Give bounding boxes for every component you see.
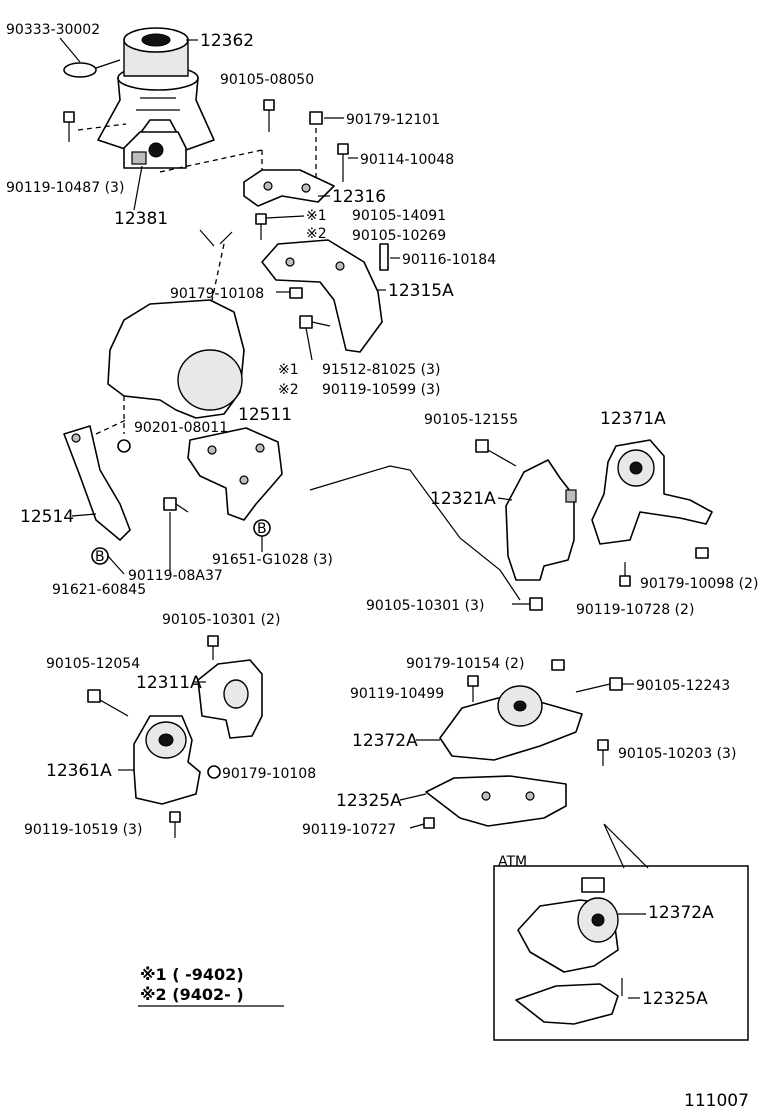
label-12372A: 12372A [352,731,418,751]
diagram-number: 111007 [684,1091,749,1111]
label-90119-10728: 90119-10728 (2) [576,602,694,618]
bracket-12514 [63,425,131,541]
bracket-12311A [197,659,263,739]
label-12514: 12514 [20,507,74,527]
stud-90116-10184 [379,243,389,271]
bolt-90119-10727 [423,817,435,829]
label-90179-10098: 90179-10098 (2) [640,576,758,592]
bracket-12325A-atm [515,978,623,1025]
label-91651-G1028: 91651-G1028 (3) [212,552,333,568]
label-90333-30002: 90333-30002 [6,22,100,38]
label-90114-10048: 90114-10048 [360,152,454,168]
bolt-90105-12155 [475,439,517,467]
label-12372A-atm: 12372A [648,903,714,923]
mount-insulator-12362 [97,27,215,151]
bracket-12321A [505,459,577,581]
label-star2b: ※2 [278,382,299,398]
bolt-90119-10499 [467,675,479,702]
bolt-90105-12243 [575,677,623,693]
label-90179-12101: 90179-12101 [346,112,440,128]
bolt-90105-12054 [87,689,129,717]
label-12325A: 12325A [336,791,402,811]
bolt-90119-10519 [169,811,181,838]
mount-insulator-12371A [591,439,713,545]
label-90179-10108-a: 90179-10108 [170,286,264,302]
label-90105-08050: 90105-08050 [220,72,314,88]
label-12511: 12511 [238,405,292,425]
nut-90179-10154 [551,659,565,671]
label-star1b: ※1 [278,362,299,378]
label-12316: 12316 [332,187,386,207]
bolt-90119-10487 [63,111,127,142]
legend-star2: ※2 (9402- ) [140,985,244,1004]
label-star1: ※1 [306,208,327,224]
label-90119-10499: 90119-10499 [350,686,444,702]
svg-text:B: B [257,521,267,537]
engine-outline [107,229,245,419]
nut-90179-10108 [289,287,303,299]
marker-b-2: B [91,547,109,565]
label-12321A: 12321A [430,489,496,509]
cap-90333-30002 [63,59,121,78]
label-90116-10184: 90116-10184 [402,252,496,268]
label-atm: ATM [498,854,527,870]
nut-90179-10108-b [207,765,221,779]
label-90119-10487: 90119-10487 (3) [6,180,124,196]
bolt-90105-10203 [597,739,609,766]
bolt-90119-10728 [619,562,631,587]
label-star2: ※2 [306,226,327,242]
bracket-12381 [123,131,187,169]
label-90119-10599: 90119-10599 (3) [322,382,440,398]
label-90119-10727: 90119-10727 [302,822,396,838]
label-90201-08011: 90201-08011 [134,420,228,436]
label-90105-12155: 90105-12155 [424,412,518,428]
bolt-90105-08050 [263,99,275,132]
bolt-90105-14091 [255,213,267,240]
label-12371A: 12371A [600,409,666,429]
label-12362: 12362 [200,31,254,51]
nut-90179-10098 [695,547,709,559]
label-90179-10108-b: 90179-10108 [222,766,316,782]
label-90119-08A37: 90119-08A37 [128,568,223,584]
label-90105-12243: 90105-12243 [636,678,730,694]
legend-star1: ※1 ( -9402) [140,965,244,984]
bolt-90105-10301-2 [207,635,219,660]
label-90105-10203: 90105-10203 (3) [618,746,736,762]
bracket-12325A [425,775,567,827]
label-12325A-atm: 12325A [642,989,708,1009]
label-91621-60845: 91621-60845 [52,582,146,598]
label-90105-10269: 90105-10269 [352,228,446,244]
bolt-90114-10048 [337,143,349,182]
label-90105-10301-2: 90105-10301 (2) [162,612,280,628]
bracket-12315A [261,239,383,353]
label-12315A: 12315A [388,281,454,301]
bracket-12316 [243,169,335,207]
label-90105-12054: 90105-12054 [46,656,140,672]
bracket-12511 [187,427,283,521]
mount-insulator-12372A [439,685,583,761]
label-90105-10301-3: 90105-10301 (3) [366,598,484,614]
mount-insulator-12372A-atm [517,877,619,973]
svg-text:B: B [95,549,105,565]
nut-90201-08011 [117,439,131,453]
mount-insulator-12361A [133,715,201,805]
label-91512-81025: 91512-81025 (3) [322,362,440,378]
label-12361A: 12361A [46,761,112,781]
nut-90179-12101 [309,111,323,125]
bolt-90105-10301-3 [512,597,543,611]
marker-b-1: B [253,519,271,537]
bolt-90119-08A37 [163,497,189,513]
atm-inset-frame [493,865,749,1041]
label-12381: 12381 [114,209,168,229]
label-12311A: 12311A [136,673,202,693]
label-90179-10154: 90179-10154 (2) [406,656,524,672]
label-90105-14091: 90105-14091 [352,208,446,224]
label-90119-10519: 90119-10519 (3) [24,822,142,838]
bolt-91512-81025 [299,315,331,329]
